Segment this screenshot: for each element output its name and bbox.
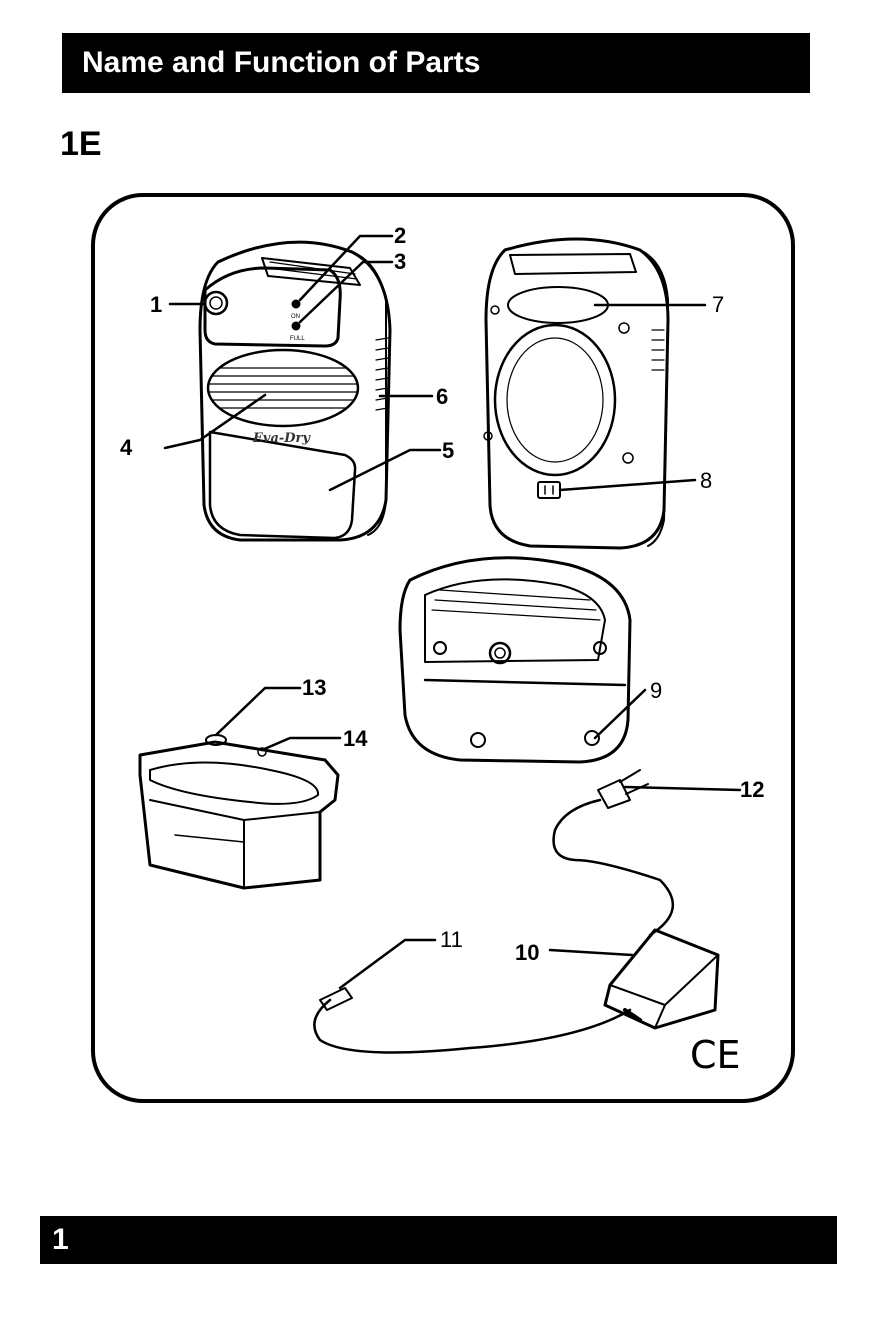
callout-7: 7	[712, 292, 724, 317]
front-unit-drawing	[200, 242, 390, 540]
callout-6: 6	[436, 384, 448, 409]
callout-1: 1	[150, 292, 162, 317]
bottom-view-drawing	[400, 558, 630, 762]
callout-leader-lines	[165, 236, 740, 988]
power-adapter-drawing	[314, 770, 718, 1053]
callout-12: 12	[740, 777, 764, 802]
callout-13: 13	[302, 675, 326, 700]
callout-10: 10	[515, 940, 539, 965]
water-tank-fill	[210, 432, 355, 538]
callout-11: 11	[440, 927, 463, 952]
on-led-label: ON	[291, 314, 300, 320]
callout-8: 8	[700, 468, 712, 493]
eva-dry-logo: Eva-Dry	[252, 431, 311, 446]
full-led-label: FULL	[290, 336, 305, 342]
ce-mark: CE	[690, 1033, 741, 1077]
callout-9: 9	[650, 678, 662, 703]
callout-4: 4	[120, 435, 133, 460]
back-unit-drawing	[484, 239, 668, 548]
page-number: 1	[40, 1216, 837, 1264]
callout-3: 3	[394, 249, 406, 274]
callout-5: 5	[442, 438, 454, 463]
water-tank-drawing	[140, 735, 338, 888]
callout-14: 14	[343, 726, 368, 751]
callout-2: 2	[394, 223, 406, 248]
